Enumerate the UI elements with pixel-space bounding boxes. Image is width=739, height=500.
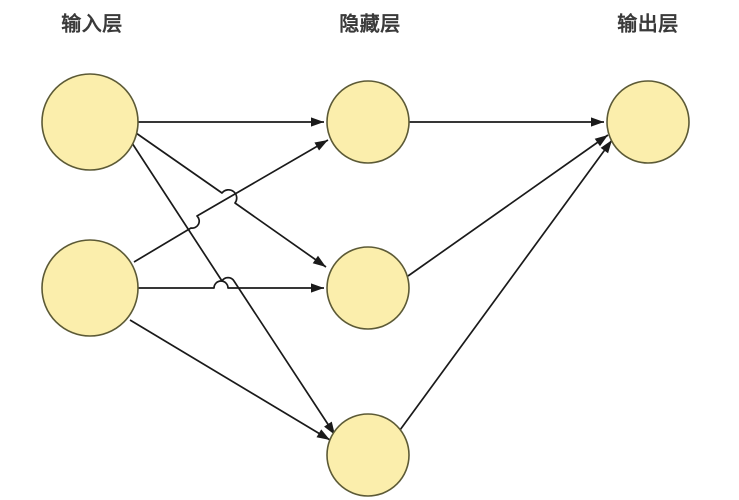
arrow-into-output-b-icon (594, 135, 608, 147)
edge-h3-out (399, 139, 613, 431)
input-node-1[interactable] (41, 73, 139, 171)
input-layer-label: 输入层 (61, 11, 123, 35)
nodes-group (41, 73, 690, 497)
layer-labels-group: 输入层 隐藏层 输出层 (61, 11, 679, 35)
hidden-node-1[interactable] (326, 80, 410, 164)
edge-in1-h2 (135, 132, 327, 268)
arrow-into-hidden-3-a-icon (324, 421, 335, 435)
hidden-node-3[interactable] (326, 413, 410, 497)
arrow-into-output-c-icon (600, 140, 612, 154)
arrow-into-output-a-icon (591, 117, 604, 127)
edge-in1-h3 (131, 142, 336, 436)
arrowheads-group (311, 117, 612, 440)
arrow-into-hidden-2-a-icon (312, 255, 326, 267)
input-node-2[interactable] (41, 239, 139, 337)
arrow-into-hidden-1-b-icon (314, 140, 328, 151)
hidden-node-2[interactable] (326, 246, 410, 330)
output-node-1[interactable] (606, 80, 690, 164)
edges-group (129, 121, 613, 441)
output-layer-label: 输出层 (617, 11, 679, 35)
edge-in2-h1 (133, 139, 329, 263)
arrow-into-hidden-1-a-icon (311, 117, 324, 127)
edge-in2-h2 (138, 280, 324, 289)
arrow-into-hidden-3-b-icon (316, 429, 330, 440)
hidden-layer-label: 隐藏层 (339, 11, 401, 35)
edge-h2-out (407, 134, 609, 277)
arrow-into-hidden-2-b-icon (311, 283, 324, 293)
edge-in2-h3 (129, 319, 331, 441)
